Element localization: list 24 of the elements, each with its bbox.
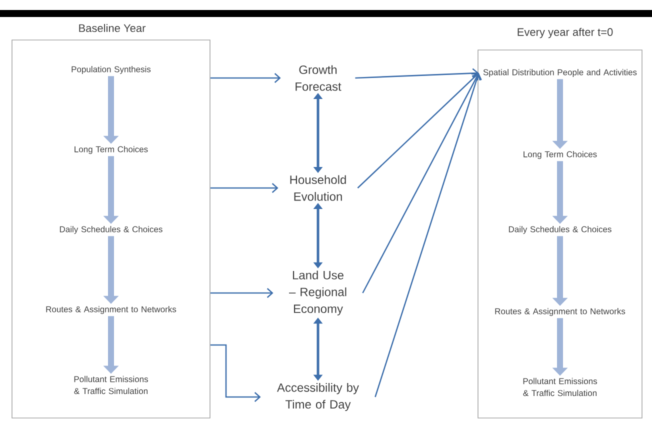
step-label: Accessibility by Time of Day (277, 383, 359, 411)
step-label: Household Evolution (290, 175, 346, 201)
arrow (210, 288, 274, 298)
step-label: Daily Schedules & Choices (508, 226, 612, 234)
node-label: Baseline Year (79, 24, 146, 32)
arrow (355, 68, 479, 79)
step-label: Spatial Distribution People and Activities (483, 69, 637, 77)
arrow (362, 73, 481, 294)
step-label: Routes & Assignment to Networks (495, 308, 626, 316)
arrow (357, 73, 479, 188)
step-label: Population Synthesis (72, 66, 151, 74)
step-label: Daily Schedules & Choices (60, 226, 162, 234)
step-label: Land Use – Regional Economy (288, 270, 346, 316)
arrow (210, 344, 261, 402)
node-label: Every year after t=0 (518, 28, 613, 38)
step-label: Pollutant Emissions & Traffic Simulation (523, 378, 597, 396)
step-label: Pollutant Emissions & Traffic Simulation (74, 376, 148, 394)
step-label: Routes & Assignment to Networks (46, 306, 176, 314)
arrow (374, 73, 482, 398)
step-label: Long Term Choices (74, 146, 148, 154)
arrow (210, 183, 278, 193)
step-label: Long Term Choices (524, 151, 597, 159)
step-label: Growth Forecast (296, 65, 342, 91)
arrow (210, 73, 281, 83)
